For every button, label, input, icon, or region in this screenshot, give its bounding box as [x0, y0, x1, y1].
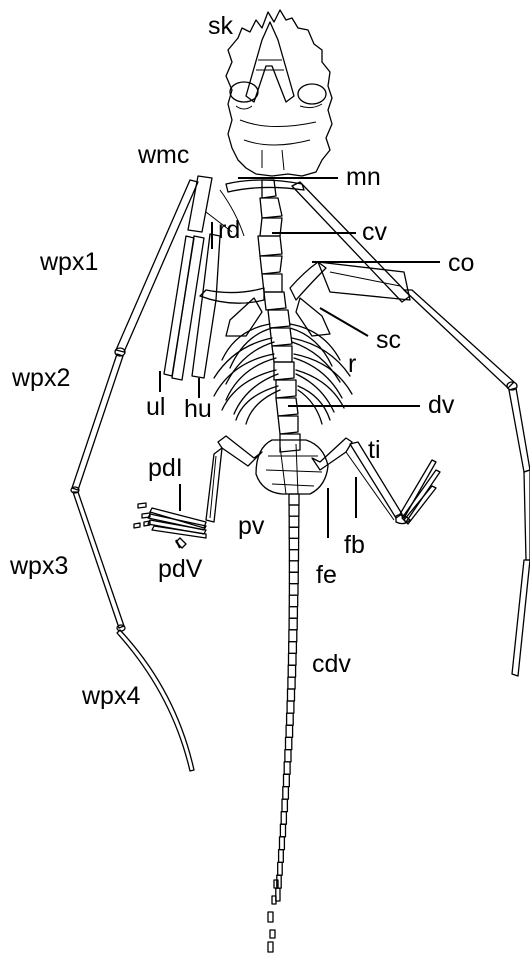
caudal-vertebra [289, 584, 298, 596]
label-dv: dv [428, 391, 455, 419]
label-pdI: pdI [148, 454, 183, 482]
label-mn: mn [346, 163, 381, 191]
label-wmc: wmc [137, 141, 189, 169]
leader-sc [320, 308, 368, 336]
caudal-vertebra [287, 713, 294, 725]
leader-lines [160, 178, 440, 548]
label-rd: rd [218, 216, 240, 244]
caudal-vertebra [289, 653, 297, 665]
label-wpx4: wpx4 [81, 682, 140, 710]
detached-caudal-vertebra [274, 880, 278, 888]
caudal-vertebra [284, 774, 290, 786]
caudal-vertebra [285, 750, 291, 762]
label-r: r [348, 350, 356, 378]
caudal-vertebra [289, 561, 298, 572]
label-wpx1: wpx1 [39, 248, 98, 276]
skull [226, 10, 332, 176]
label-hu: hu [184, 395, 212, 423]
caudal-vertebra [282, 799, 287, 812]
caudal-vertebra [289, 527, 299, 538]
tail [268, 494, 299, 952]
leader-pdV [176, 540, 180, 548]
caudal-vertebra [283, 787, 289, 800]
label-pv: pv [238, 512, 265, 540]
caudal-vertebra [281, 812, 286, 825]
caudal-vertebra [288, 689, 295, 701]
caudal-vertebra [289, 595, 297, 607]
detached-caudal-vertebra [268, 942, 273, 952]
ribs [214, 324, 352, 424]
vertebral-column [258, 180, 300, 452]
caudal-vertebra [289, 642, 297, 654]
label-fe: fe [316, 561, 337, 589]
label-pdV: pdV [158, 555, 203, 583]
detached-caudal-vertebra [270, 930, 275, 938]
caudal-vertebra [289, 607, 297, 619]
label-wpx2: wpx2 [11, 364, 70, 392]
pectoral-girdle [200, 180, 330, 336]
label-cv: cv [362, 218, 388, 246]
label-wpx3: wpx3 [9, 552, 68, 580]
caudal-vertebra [286, 737, 292, 749]
caudal-vertebra [286, 725, 293, 737]
label-co: co [448, 249, 474, 277]
label-sk: sk [208, 12, 234, 40]
detached-caudal-vertebra [268, 912, 273, 922]
caudal-vertebra [289, 538, 298, 549]
caudal-vertebra [288, 665, 295, 677]
caudal-vertebra [289, 618, 297, 630]
label-cdv: cdv [312, 650, 351, 678]
caudal-vertebra [287, 701, 294, 713]
label-sc: sc [376, 326, 401, 354]
label-ul: ul [146, 393, 165, 421]
detached-caudal-vertebra [272, 896, 276, 904]
caudal-vertebra [284, 762, 290, 774]
caudal-vertebra [279, 850, 284, 863]
caudal-vertebra [278, 862, 283, 875]
caudal-vertebra [289, 516, 299, 527]
caudal-vertebra [288, 677, 295, 689]
caudal-vertebra [289, 572, 298, 583]
caudal-vertebra [280, 824, 285, 837]
label-ti: ti [368, 436, 381, 464]
right-wing [292, 182, 530, 676]
pelvis [256, 440, 328, 494]
caudal-vertebra [289, 630, 297, 642]
caudal-vertebra [280, 837, 285, 850]
caudal-vertebra [289, 505, 299, 516]
caudal-vertebra [289, 550, 298, 561]
label-fb: fb [344, 531, 365, 559]
caudal-vertebra [289, 494, 299, 505]
